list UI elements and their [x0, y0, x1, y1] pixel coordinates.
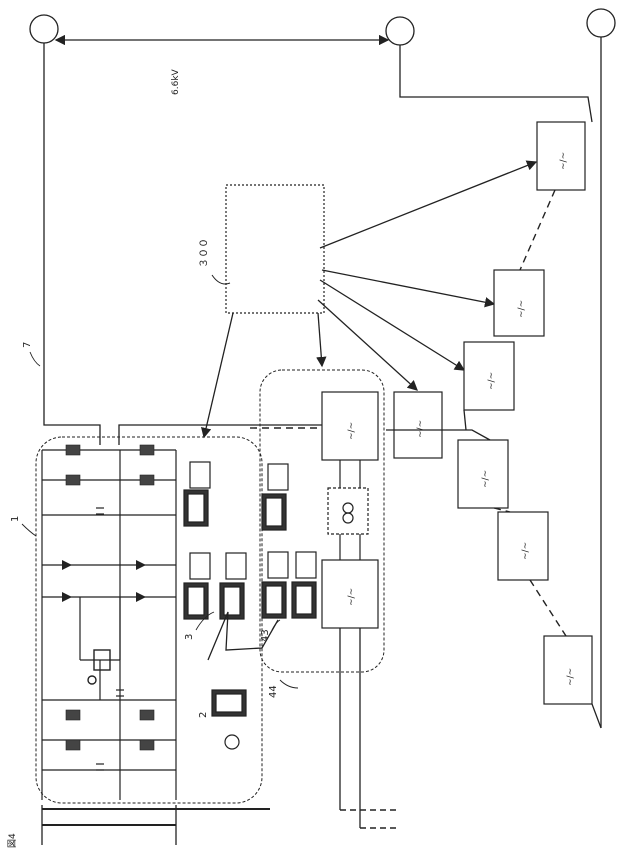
reference-leaders: [22, 352, 298, 688]
transformer-coil: [88, 650, 110, 684]
ref-7: 7: [22, 342, 33, 348]
reference-numerals: 7 1 3 43 2 44: [10, 342, 279, 718]
converter-units: [394, 122, 592, 704]
converter-1-label: ~/~: [559, 152, 569, 170]
ref-44: 44: [268, 685, 279, 698]
region-44-conv-top-label: ~/~: [347, 422, 357, 440]
converter-6-label: ~/~: [521, 542, 531, 560]
power-circuit-1: [42, 450, 176, 800]
gate-drivers-44: [262, 464, 316, 618]
converter-5-label: ~/~: [481, 470, 491, 488]
converter-3-label: ~/~: [487, 372, 497, 390]
diodes: [62, 560, 146, 602]
controller-unit-2: [212, 690, 246, 749]
converter-2-label: ~/~: [517, 300, 527, 318]
ref-1: 1: [10, 516, 21, 522]
terminal-left: [30, 15, 58, 43]
figure-label: 図4: [7, 833, 18, 848]
ref-2: 2: [198, 712, 209, 718]
converter-4-label: ~/~: [416, 420, 426, 438]
terminal-middle: [386, 17, 414, 45]
controller-300-label: ３００: [199, 238, 210, 268]
controller-300-box: [226, 185, 324, 313]
terminal-right: [587, 9, 615, 37]
ref-3: 3: [184, 634, 195, 640]
gate-drivers-1: [184, 462, 246, 619]
dashed-outputs: [340, 810, 400, 828]
converter-7-label: ~/~: [566, 668, 576, 686]
voltage-label: 6.6kV: [171, 68, 181, 95]
region-44-conv-bottom-label: ~/~: [347, 588, 357, 606]
ref-43: 43: [260, 629, 271, 642]
